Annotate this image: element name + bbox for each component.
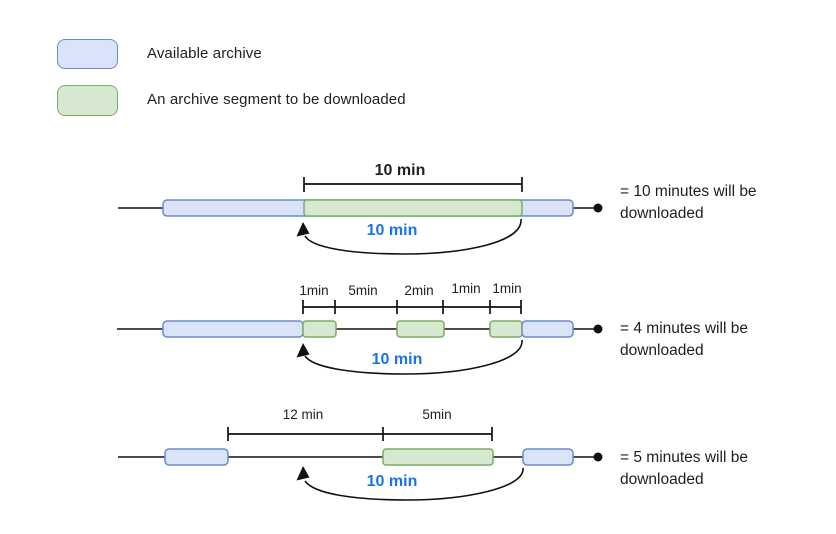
rewind-arrowhead-icon xyxy=(296,343,310,358)
archive-box xyxy=(164,448,229,466)
ruler-segment-label: 5min xyxy=(348,283,378,298)
timeline-row-3 xyxy=(118,427,603,501)
legend-swatch-available-archive xyxy=(57,39,118,69)
legend-label-available-archive: Available archive xyxy=(147,45,262,62)
rewind-duration-label: 10 min xyxy=(371,351,423,368)
ruler-segment-label: 1min xyxy=(451,281,481,296)
duration-bracket xyxy=(303,177,523,192)
live-point-dot xyxy=(593,203,603,213)
duration-ruler xyxy=(227,427,493,441)
ruler-segment-label: 12 min xyxy=(282,407,324,422)
rewind-arrowhead-icon xyxy=(296,222,310,237)
live-point-dot xyxy=(593,452,603,462)
rewind-duration-label: 10 min xyxy=(366,222,418,239)
segment-box xyxy=(303,199,523,217)
archive-box xyxy=(522,448,574,466)
segment-box xyxy=(489,320,523,338)
archive-box xyxy=(162,320,304,338)
result-caption: = 10 minutes will be downloaded xyxy=(620,183,757,222)
segment-box xyxy=(302,320,337,338)
ruler-segment-label: 2min xyxy=(404,283,434,298)
ruler-segment-label: 1min xyxy=(299,283,329,298)
rewind-arrow xyxy=(304,339,523,375)
segment-box xyxy=(396,320,445,338)
live-point-dot xyxy=(593,324,603,334)
legend-swatch-segment-to-download xyxy=(57,85,118,116)
legend-label-segment-to-download: An archive segment to be downloaded xyxy=(147,91,406,108)
timeline-row-1 xyxy=(118,177,603,255)
timeline-row-2 xyxy=(117,300,603,375)
result-caption: = 4 minutes will be downloaded xyxy=(620,320,748,359)
segment-box xyxy=(382,448,494,466)
archive-box xyxy=(521,320,574,338)
rewind-arrow xyxy=(304,467,524,501)
rewind-duration-label: 10 min xyxy=(366,473,418,490)
rewind-arrow xyxy=(304,218,522,255)
duration-ruler xyxy=(302,300,522,314)
bracket-duration-label: 10 min xyxy=(374,162,426,179)
result-caption: = 5 minutes will be downloaded xyxy=(620,449,748,488)
rewind-arrowhead-icon xyxy=(296,466,310,481)
ruler-segment-label: 5min xyxy=(422,407,452,422)
ruler-segment-label: 1min xyxy=(492,281,522,296)
